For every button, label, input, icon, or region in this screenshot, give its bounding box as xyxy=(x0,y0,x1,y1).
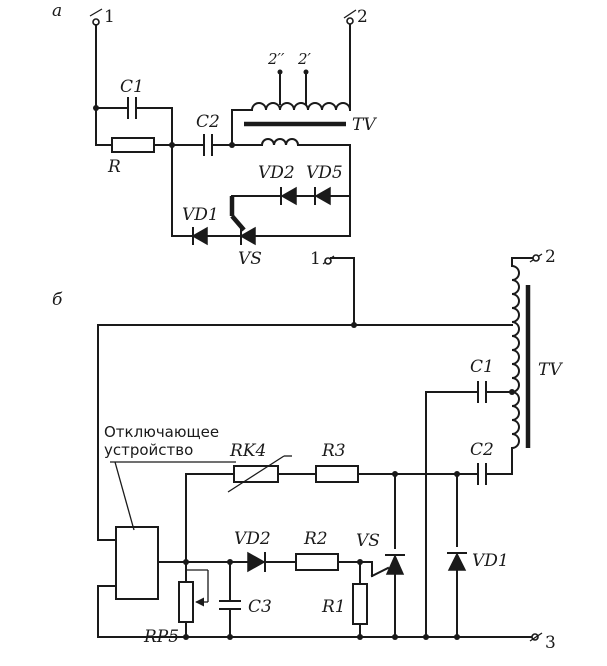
tap-2pp-label: 2′′ xyxy=(267,50,285,68)
r2-label: R2 xyxy=(303,529,328,549)
vd1-label-b: VD1 xyxy=(472,551,509,571)
transformer-winding-secondary xyxy=(260,138,300,147)
schematic-a: а 1 C1 R C2 2 xyxy=(52,1,377,269)
vd1-label-a: VD1 xyxy=(182,205,219,225)
thyristor-vs-b xyxy=(385,554,405,575)
vs-label-b: VS xyxy=(356,531,380,551)
note-line1: Отключающее xyxy=(104,423,219,441)
rk4-label: RK4 xyxy=(229,441,266,461)
terminal-2-b-label: 2 xyxy=(545,247,556,267)
vs-label-a: VS xyxy=(238,249,262,269)
diode-vd1-a xyxy=(191,226,208,246)
vd5-label-a: VD5 xyxy=(306,163,343,183)
diode-vd1-b xyxy=(447,552,467,571)
panel-b-label: б xyxy=(52,290,63,310)
terminal-2-a xyxy=(346,17,354,25)
tv-label-a: TV xyxy=(352,115,377,135)
note-line2: устройство xyxy=(104,441,193,459)
potentiometer-rp5 xyxy=(178,581,194,623)
diode-vd2 xyxy=(280,186,297,206)
vd2-label-b: VD2 xyxy=(234,529,271,549)
diode-vd2-b xyxy=(247,551,266,573)
tv-label-b: TV xyxy=(538,360,563,380)
tap-2p-label: 2′ xyxy=(297,50,312,68)
resistor-r1 xyxy=(352,583,368,625)
shutdown-device-box xyxy=(115,526,159,600)
transformer-winding-primary xyxy=(250,102,352,112)
terminal-1-b xyxy=(324,257,332,265)
resistor-r xyxy=(111,137,155,153)
resistor-r3 xyxy=(315,465,359,483)
r1-label: R1 xyxy=(321,597,346,617)
terminal-2-a-label: 2 xyxy=(357,7,368,27)
terminal-2-b xyxy=(532,254,540,262)
c2-label: C2 xyxy=(196,112,220,132)
c3-label: C3 xyxy=(248,597,272,617)
c1-label: C1 xyxy=(120,77,144,97)
c2-label-b: C2 xyxy=(470,440,494,460)
terminal-1-label: 1 xyxy=(104,7,115,27)
c1-label-b: C1 xyxy=(470,357,494,377)
schematic-b: б 1 2 TV C1 C2 xyxy=(52,247,563,653)
r-label: R xyxy=(107,157,121,177)
vd2-label-a: VD2 xyxy=(258,163,295,183)
transformer-winding-b xyxy=(511,257,520,471)
terminal-3-label: 3 xyxy=(545,633,556,653)
r3-label: R3 xyxy=(321,441,346,461)
resistor-r2 xyxy=(295,553,339,571)
diode-vd5 xyxy=(314,186,331,206)
panel-a-label: а xyxy=(52,1,62,21)
terminal-1-b-label: 1 xyxy=(310,249,321,269)
